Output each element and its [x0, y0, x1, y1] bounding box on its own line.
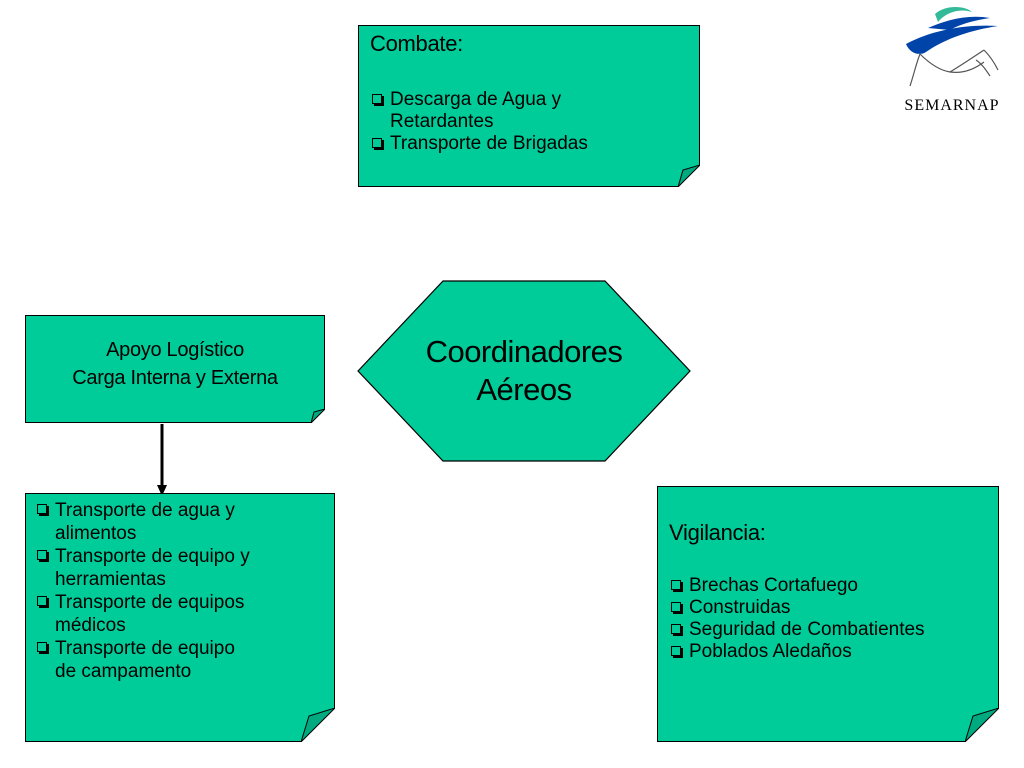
- list-item: Descarga de Agua y: [370, 89, 690, 111]
- list-item: Poblados Aledaños: [669, 641, 994, 663]
- checkbox-bullet-icon: [671, 624, 681, 634]
- semarnap-logo-text: SEMARNAP: [904, 97, 1000, 114]
- checkbox-bullet-icon: [671, 580, 681, 590]
- combate-title: Combate:: [370, 31, 463, 56]
- page-fold-icon: [311, 409, 325, 423]
- list-item: Transporte de equipo: [35, 637, 330, 660]
- list-item: Seguridad de Combatientes: [669, 619, 994, 641]
- combate-note: Combate: Descarga de Agua y Retardantes …: [358, 25, 700, 187]
- list-item: Transporte de equipos: [35, 591, 330, 614]
- checkbox-bullet-icon: [372, 94, 382, 104]
- vigilancia-title: Vigilancia:: [669, 520, 766, 545]
- checkbox-bullet-icon: [37, 596, 47, 606]
- list-item: Construidas: [669, 597, 994, 619]
- list-item: Transporte de equipo y: [35, 545, 330, 568]
- page-fold-icon: [678, 165, 700, 187]
- page-fold-icon: [965, 708, 999, 742]
- page-fold-icon: [301, 708, 335, 742]
- vigilancia-list: Brechas Cortafuego Construidas Seguridad…: [669, 575, 994, 663]
- list-item: Transporte de agua y: [35, 499, 330, 522]
- center-line-2: Aéreos: [476, 372, 572, 407]
- apoyo-line-2: Carga Interna y Externa: [72, 367, 278, 389]
- apoyo-text: Apoyo Logístico Carga Interna y Externa: [26, 336, 324, 392]
- vigilancia-note: Vigilancia: Brechas Cortafuego Construid…: [657, 486, 999, 742]
- checkbox-bullet-icon: [37, 550, 47, 560]
- checkbox-bullet-icon: [372, 138, 382, 148]
- combate-list: Descarga de Agua y Retardantes Transport…: [370, 89, 690, 155]
- list-item-continuation: alimentos: [55, 523, 137, 544]
- checkbox-bullet-icon: [37, 642, 47, 652]
- checkbox-bullet-icon: [37, 504, 47, 514]
- coordinadores-hexagon: [357, 280, 691, 462]
- list-item: Brechas Cortafuego: [669, 575, 994, 597]
- transporte-list: Transporte de agua y alimentos Transport…: [35, 499, 330, 683]
- down-arrow-icon: [157, 424, 167, 496]
- checkbox-bullet-icon: [671, 646, 681, 656]
- apoyo-line-1: Apoyo Logístico: [106, 339, 244, 361]
- checkbox-bullet-icon: [671, 602, 681, 612]
- list-item-continuation: de campamento: [55, 661, 192, 682]
- list-item-continuation: herramientas: [55, 569, 166, 590]
- list-item-continuation: médicos: [55, 615, 126, 636]
- transporte-note: Transporte de agua y alimentos Transport…: [25, 493, 335, 742]
- list-item: Transporte de Brigadas: [370, 133, 690, 155]
- coordinadores-label: Coordinadores Aéreos: [357, 333, 691, 409]
- center-line-1: Coordinadores: [425, 334, 623, 369]
- semarnap-logo-icon: [906, 7, 999, 87]
- list-item-continuation: Retardantes: [390, 111, 494, 132]
- apoyo-logistico-note: Apoyo Logístico Carga Interna y Externa: [25, 315, 325, 423]
